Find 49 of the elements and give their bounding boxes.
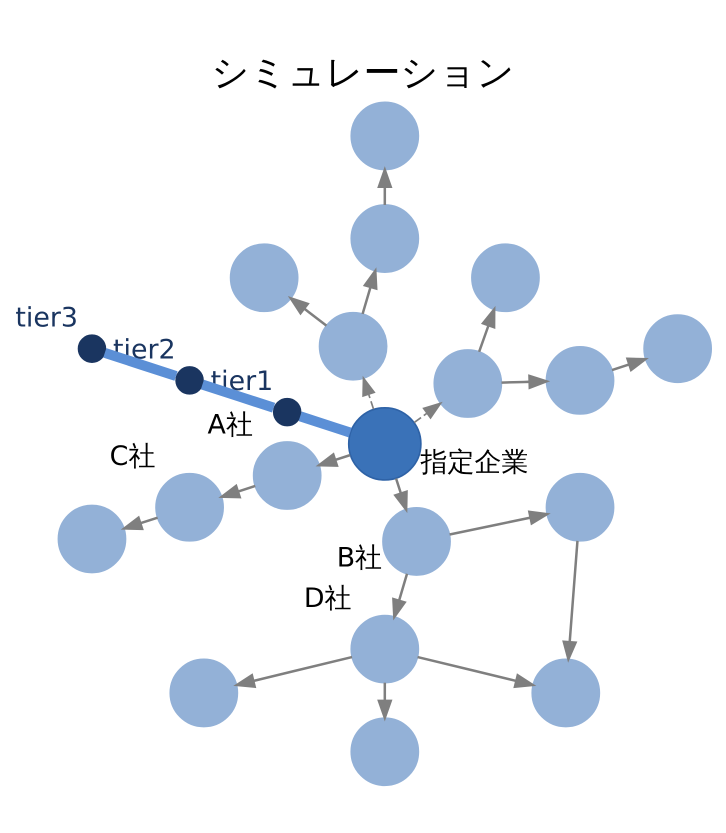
- node-circle: [175, 366, 204, 394]
- node-label: B社: [336, 542, 382, 573]
- node-circle: [531, 658, 600, 727]
- arrow: [233, 655, 352, 688]
- arrow: [316, 452, 350, 466]
- arrow: [501, 374, 550, 389]
- node-circle: [471, 242, 540, 312]
- node-circle: [382, 506, 451, 576]
- arrow: [414, 401, 443, 423]
- arrow: [612, 357, 649, 372]
- node-circle: [350, 614, 420, 683]
- arrow: [377, 166, 392, 204]
- node-circle: [350, 716, 420, 786]
- arrow: [478, 305, 496, 352]
- arrow: [417, 655, 536, 688]
- node-circle: [546, 472, 614, 542]
- node-circle: [350, 101, 420, 170]
- node-circle: [348, 406, 422, 480]
- node-circle: [230, 242, 299, 312]
- node-circle: [546, 346, 614, 414]
- arrow: [218, 483, 256, 498]
- diagram-title: シミュレーション: [212, 50, 514, 94]
- node-circle: [318, 311, 388, 380]
- node-circle: [272, 397, 302, 426]
- node-label: D社: [304, 582, 352, 614]
- node-circle: [643, 314, 712, 383]
- node-circle: [58, 504, 126, 573]
- node-circle: [252, 440, 322, 510]
- arrow: [288, 295, 328, 326]
- node-circle: [433, 348, 502, 418]
- node-circle: [350, 204, 420, 272]
- node-circle: [78, 334, 106, 362]
- arrow: [392, 572, 408, 620]
- arrow: [393, 478, 408, 513]
- node-circle: [169, 658, 238, 727]
- arrow: [361, 266, 378, 314]
- connector: [298, 411, 352, 437]
- arrow: [562, 540, 579, 662]
- arrow: [362, 375, 376, 409]
- connector: [103, 348, 178, 380]
- connector: [200, 379, 276, 412]
- node-circle: [155, 472, 224, 542]
- node-label: 指定企業: [420, 446, 529, 478]
- node-label: C社: [110, 440, 156, 472]
- arrow: [377, 682, 392, 722]
- node-label: tier3: [15, 302, 78, 334]
- node-label: A社: [207, 408, 253, 440]
- arrow: [449, 510, 551, 536]
- arrow: [120, 515, 158, 530]
